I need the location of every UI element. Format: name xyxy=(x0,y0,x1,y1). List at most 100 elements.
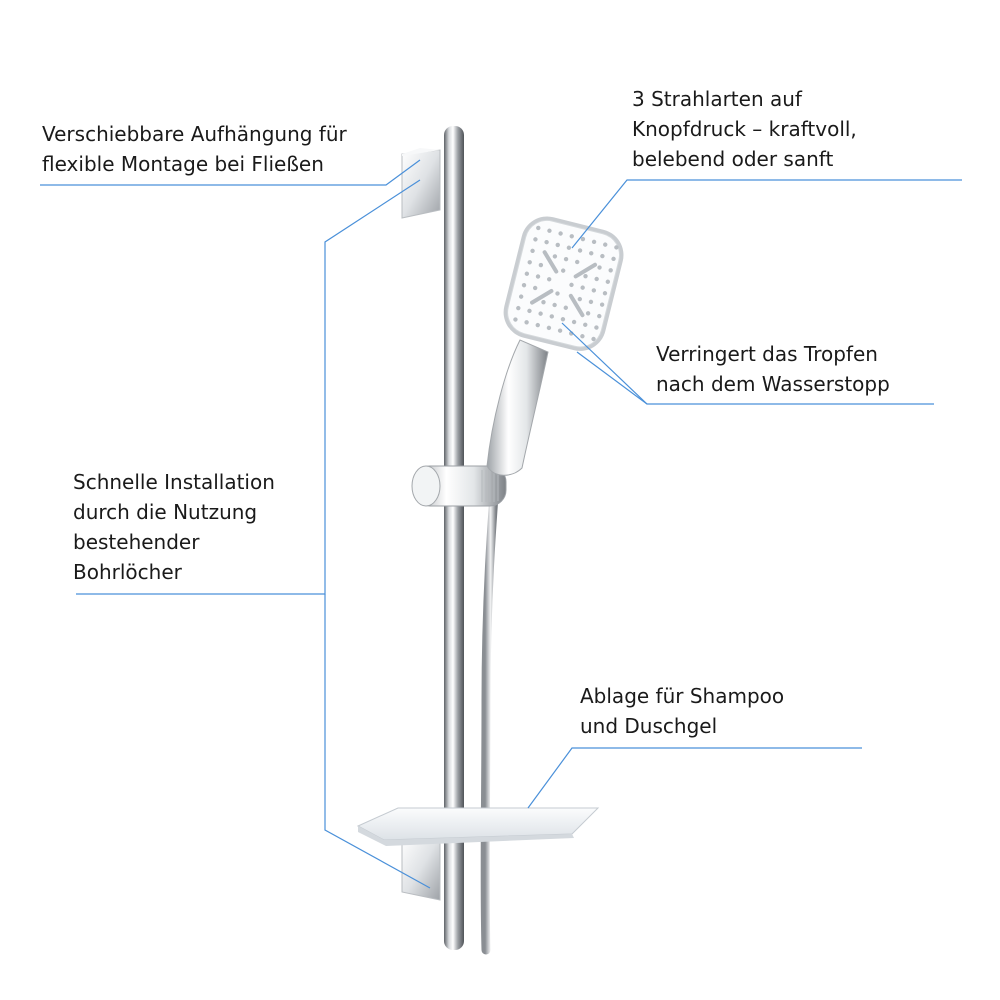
spray-nozzle xyxy=(608,268,613,273)
spray-nozzle xyxy=(544,239,549,245)
spray-nozzle xyxy=(552,302,557,308)
spray-nozzle xyxy=(597,313,602,319)
hand-shower-handle xyxy=(486,339,549,476)
spray-nozzle xyxy=(558,231,563,236)
spray-nozzle xyxy=(569,234,574,239)
callout-installation: Schnelle Installation durch die Nutzung … xyxy=(73,467,275,587)
spray-nozzle xyxy=(557,328,563,333)
spray-nozzle xyxy=(547,228,552,233)
spray-nozzle xyxy=(541,299,546,305)
spray-nozzle xyxy=(599,302,605,307)
spray-slot xyxy=(530,288,554,305)
spray-nozzle xyxy=(530,248,535,254)
spray-nozzle xyxy=(524,271,530,276)
spray-nozzle xyxy=(583,273,588,279)
spray-nozzle xyxy=(575,259,580,265)
callout-spray-modes: 3 Strahlarten auf Knopfdruck – kraftvoll… xyxy=(632,84,857,174)
spray-nozzle xyxy=(538,311,543,316)
spray-nozzle xyxy=(536,225,541,231)
upper-wall-bracket xyxy=(401,149,441,219)
spray-nozzle xyxy=(518,294,524,299)
spray-nozzle xyxy=(580,334,585,339)
leader-drip-2 xyxy=(576,351,648,405)
callout-line: Bohrlöcher xyxy=(73,560,182,584)
spray-nozzle xyxy=(535,274,541,279)
spray-nozzle xyxy=(577,248,583,253)
rail-rod xyxy=(444,126,464,950)
spray-nozzle xyxy=(549,314,554,319)
callout-line: flexible Montage bei Fließen xyxy=(42,152,324,176)
spray-nozzle xyxy=(555,291,560,296)
spray-nozzle xyxy=(605,279,611,284)
spray-slot xyxy=(573,262,598,279)
spray-nozzle xyxy=(577,296,583,302)
callout-line: und Duschgel xyxy=(580,714,718,738)
callout-line: 3 Strahlarten auf xyxy=(632,87,802,111)
spray-nozzle xyxy=(563,256,569,262)
callout-line: bestehender xyxy=(73,530,200,554)
spray-nozzle xyxy=(597,265,602,270)
spray-nozzle xyxy=(603,242,608,247)
callout-line: Verringert das Tropfen xyxy=(656,342,878,366)
spray-nozzle xyxy=(555,242,560,248)
spray-nozzle xyxy=(580,236,586,242)
spray-nozzle xyxy=(580,285,585,290)
spray-nozzle xyxy=(591,336,596,342)
spray-nozzle xyxy=(571,319,577,325)
spray-nozzle xyxy=(546,325,552,331)
spray-nozzle xyxy=(552,254,558,259)
callout-line: belebend oder sanft xyxy=(632,147,834,171)
callout-line: Ablage für Shampoo xyxy=(580,684,785,708)
callout-tray: Ablage für Shampoo und Duschgel xyxy=(580,681,784,741)
spray-nozzle xyxy=(535,322,540,328)
spray-nozzle xyxy=(566,245,572,250)
leader-mount-top xyxy=(40,159,421,186)
spray-nozzle xyxy=(583,322,588,327)
spray-nozzle xyxy=(588,299,594,305)
spray-nozzle xyxy=(591,239,597,245)
spray-nozzles xyxy=(513,225,619,342)
callout-line: durch die Nutzung xyxy=(73,500,258,524)
leader-spray xyxy=(571,179,962,249)
spray-nozzle xyxy=(538,262,544,268)
callout-line: Verschiebbare Aufhängung für xyxy=(42,122,347,146)
spray-slot xyxy=(542,250,559,274)
spray-nozzle xyxy=(569,282,574,288)
callout-line: nach dem Wasserstopp xyxy=(656,372,890,396)
spray-nozzle xyxy=(532,285,538,291)
spray-nozzle xyxy=(585,311,591,316)
callout-line: Knopfdruck – kraftvoll, xyxy=(632,117,857,141)
spray-nozzle xyxy=(594,276,599,282)
spray-nozzle xyxy=(614,245,619,250)
spray-nozzle xyxy=(589,251,594,256)
leader-install xyxy=(76,179,421,595)
spray-nozzle xyxy=(591,288,597,293)
spray-nozzle xyxy=(600,253,605,259)
shower-hose xyxy=(480,465,501,955)
leader-tray xyxy=(527,747,862,809)
spray-nozzle xyxy=(521,282,527,288)
leader-lines xyxy=(40,159,962,889)
spray-nozzle xyxy=(560,268,566,273)
spray-slot xyxy=(568,293,585,318)
spray-nozzle xyxy=(560,317,566,322)
spray-nozzle xyxy=(533,237,538,242)
spray-nozzle xyxy=(546,277,552,282)
spray-nozzle xyxy=(602,291,608,296)
lower-wall-bracket xyxy=(401,835,441,901)
callout-mount: Verschiebbare Aufhängung für flexible Mo… xyxy=(42,119,347,179)
callout-line: Schnelle Installation xyxy=(73,470,275,494)
spray-nozzle xyxy=(527,260,532,265)
spray-nozzle xyxy=(611,256,616,262)
callout-anti-drip: Verringert das Tropfen nach dem Wasserst… xyxy=(656,339,890,399)
leader-install-bottom xyxy=(324,594,431,889)
spray-nozzle xyxy=(594,325,599,330)
spray-nozzle xyxy=(527,308,532,314)
hand-shower-head xyxy=(503,216,624,351)
spray-nozzle xyxy=(563,305,568,310)
spray-nozzle xyxy=(524,320,529,325)
spray-nozzle xyxy=(513,317,518,322)
spray-nozzle xyxy=(516,305,521,311)
